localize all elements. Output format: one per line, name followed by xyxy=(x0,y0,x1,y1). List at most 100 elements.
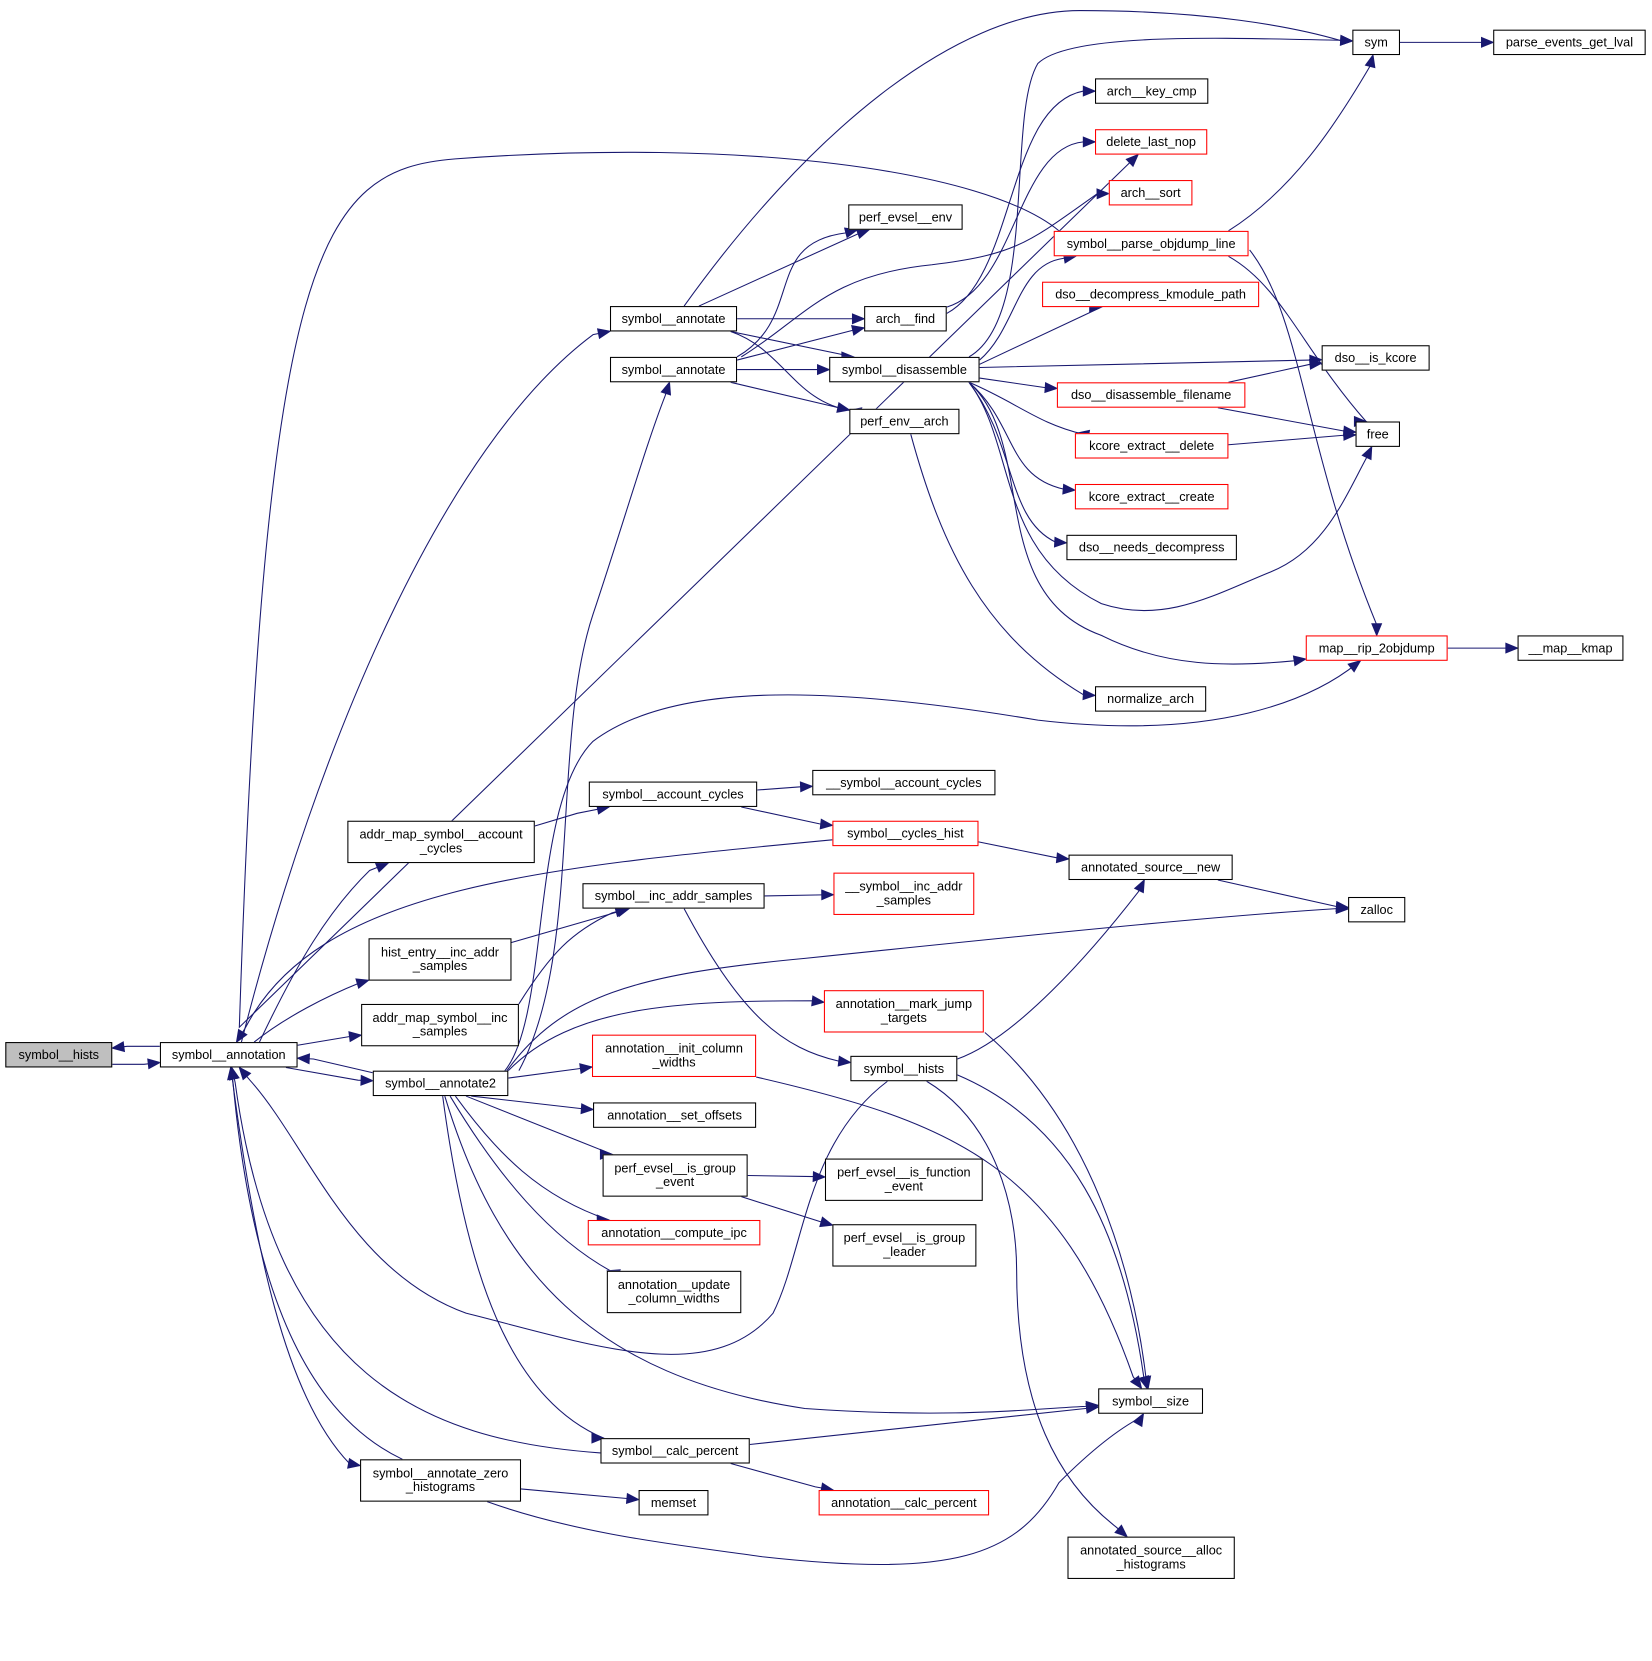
node-symbol-annotate[interactable]: symbol__annotate xyxy=(609,306,738,332)
node-perf-evsel-env[interactable]: perf_evsel__env xyxy=(848,204,963,230)
node-parse-events-get-lval[interactable]: parse_events_get_lval xyxy=(1493,29,1646,56)
node-perf-evsel-is-group-leader[interactable]: perf_evsel__is_group _leader xyxy=(832,1224,977,1267)
edge-symbol__annotation-to-hist_entry__inc_addr_samples xyxy=(253,979,369,1043)
edge-dso__disassemble_filename-to-dso__is_kcore xyxy=(1228,362,1322,383)
edge-symbol__annotate_a-to-sym xyxy=(683,10,1353,307)
arrowhead-icon xyxy=(1082,85,1097,97)
edge-symbol__annotate_b-to-perf_env__arch xyxy=(730,381,850,411)
arrowhead-icon xyxy=(1481,36,1495,48)
node-symbol-annotate-zero-histograms[interactable]: symbol__annotate_zero _histograms xyxy=(360,1459,522,1502)
edge-symbol__disassemble-to-dso__is_kcore xyxy=(979,359,1322,369)
node-annotation-update-column-widths[interactable]: annotation__update _column_widths xyxy=(606,1270,742,1314)
node-map-rip-2objdump[interactable]: map__rip_2objdump xyxy=(1305,635,1448,661)
arrowhead-icon xyxy=(1505,642,1519,654)
node-arch-key-cmp[interactable]: arch__key_cmp xyxy=(1095,78,1209,104)
node-dso-needs-decompress[interactable]: dso__needs_decompress xyxy=(1066,534,1237,561)
node-hist-entry-inc-addr-samples[interactable]: hist_entry__inc_addr _samples xyxy=(368,938,512,981)
node-symbol-hists[interactable]: symbol__hists xyxy=(850,1055,958,1082)
node-perf-evsel-is-group-event[interactable]: perf_evsel__is_group _event xyxy=(602,1154,748,1197)
edge-symbol__annotate2-to-symbol__size xyxy=(444,1095,1099,1414)
arrowhead-icon xyxy=(1133,878,1145,894)
node-arch-sort[interactable]: arch__sort xyxy=(1108,180,1193,206)
edge-symbol__annotate_a-to-symbol__disassemble xyxy=(730,330,854,358)
arrowhead-icon xyxy=(1096,188,1111,200)
node-symbol-annotate-2nd[interactable]: symbol__annotate xyxy=(609,356,738,383)
node-annotated-source-new[interactable]: annotated_source__new xyxy=(1068,854,1233,881)
node-symbol-calc-percent[interactable]: symbol__calc_percent xyxy=(600,1438,750,1464)
node-dso-disassemble-filename[interactable]: dso__disassemble_filename xyxy=(1056,382,1246,408)
edge-symbol__cycles_hist-to-symbol__annotation xyxy=(236,839,833,1043)
node-arch-find[interactable]: arch__find xyxy=(864,306,947,332)
node-kcore-extract-create[interactable]: kcore_extract__create xyxy=(1074,483,1229,510)
arrowhead-icon xyxy=(660,380,672,396)
arrowhead-icon xyxy=(799,781,814,793)
node-symbol-annotate2[interactable]: symbol__annotate2 xyxy=(372,1070,509,1097)
edge-symbol__parse_objdump_line-to-delete_last_nop xyxy=(238,151,1139,1029)
node-annotation-set-offsets[interactable]: annotation__set_offsets xyxy=(593,1102,757,1128)
node-delete-last-nop[interactable]: delete_last_nop xyxy=(1095,129,1208,155)
node-underscore-symbol-account-cycles[interactable]: __symbol__account_cycles xyxy=(812,769,996,796)
node-symbol-size[interactable]: symbol__size xyxy=(1098,1388,1204,1414)
edge-symbol__disassemble-to-map__rip_2objdump xyxy=(968,381,1306,665)
node-annotation-calc-percent[interactable]: annotation__calc_percent xyxy=(818,1490,990,1516)
edge-annotation__mark_jump_targets-to-symbol__size xyxy=(984,1032,1149,1389)
edge-symbol__annotate2-to-annotation__set_offsets xyxy=(471,1095,594,1111)
edge-symbol__hists-to-symbol__annotation xyxy=(238,1067,888,1355)
edge-symbol__annotate2-to-annotation__update_column_widths xyxy=(449,1095,615,1274)
node-memset[interactable]: memset xyxy=(638,1490,709,1516)
node-annotated-source-alloc-histograms[interactable]: annotated_source__alloc _histograms xyxy=(1067,1536,1235,1579)
node-free[interactable]: free xyxy=(1355,421,1400,447)
arrowhead-icon xyxy=(227,1066,239,1081)
node-map-kmap[interactable]: __map__kmap xyxy=(1517,635,1624,661)
arrowhead-icon xyxy=(347,1457,362,1469)
node-symbol-disassemble[interactable]: symbol__disassemble xyxy=(829,356,980,383)
arrowhead-icon xyxy=(1129,1375,1143,1390)
arrowhead-icon xyxy=(1114,1524,1129,1538)
arrowhead-icon xyxy=(851,325,866,336)
arrowhead-icon xyxy=(1347,659,1362,673)
node-addr-map-symbol-inc-samples[interactable]: addr_map_symbol__inc _samples xyxy=(361,1003,519,1047)
node-annotation-mark-jump-targets[interactable]: annotation__mark_jump _targets xyxy=(823,990,984,1033)
arrowhead-icon xyxy=(1085,1402,1100,1414)
edge-symbol__annotate2-to-annotation__compute_ipc xyxy=(454,1095,610,1221)
node-symbol-parse-objdump-line[interactable]: symbol__parse_objdump_line xyxy=(1053,230,1249,257)
node-sym[interactable]: sym xyxy=(1352,29,1400,56)
arrowhead-icon xyxy=(1062,483,1077,495)
node-underscore-symbol-inc-addr-samples[interactable]: __symbol__inc_addr _samples xyxy=(833,872,975,915)
arrowhead-icon xyxy=(836,402,851,413)
edge-symbol__annotate2-to-map__rip_2objdump xyxy=(503,660,1361,1073)
node-symbol-account-cycles[interactable]: symbol__account_cycles xyxy=(588,781,758,807)
edge-annotated_source__new-to-zalloc xyxy=(1217,879,1349,908)
node-dso-is-kcore[interactable]: dso__is_kcore xyxy=(1321,345,1430,371)
edge-symbol__parse_objdump_line-to-free xyxy=(1228,255,1367,422)
arrowhead-icon xyxy=(812,1170,827,1183)
node-addr-map-symbol-account-cycles[interactable]: addr_map_symbol__account _cycles xyxy=(347,820,535,864)
arrowhead-icon xyxy=(837,1055,852,1067)
edge-kcore_extract__delete-to-free xyxy=(1228,434,1356,446)
node-kcore-extract-delete[interactable]: kcore_extract__delete xyxy=(1074,433,1229,459)
node-annotation-compute-ipc[interactable]: annotation__compute_ipc xyxy=(587,1219,761,1246)
node-symbol-annotation[interactable]: symbol__annotation xyxy=(159,1042,298,1068)
edge-arch__find-to-arch__key_cmp xyxy=(946,90,1096,314)
node-dso-decompress-kmodule-path[interactable]: dso__decompress_kmodule_path xyxy=(1042,281,1260,308)
edge-symbol__parse_objdump_line-to-sym xyxy=(1228,54,1374,232)
node-annotation-init-column-widths[interactable]: annotation__init_column _widths xyxy=(591,1034,757,1078)
edge-symbol__annotate2-to-symbol__calc_percent xyxy=(442,1095,604,1439)
edge-symbol__annotation-to-symbol__annotate_a xyxy=(240,330,611,1043)
node-zalloc[interactable]: zalloc xyxy=(1348,896,1406,923)
node-perf-env-arch[interactable]: perf_env__arch xyxy=(849,408,960,435)
arrowhead-icon xyxy=(1055,852,1070,864)
edge-symbol__hists-to-annotated_source__alloc_histograms xyxy=(926,1080,1128,1538)
arrowhead-icon xyxy=(591,1432,606,1444)
node-symbol-inc-addr-samples[interactable]: symbol__inc_addr_samples xyxy=(582,883,765,909)
edge-symbol__annotation-to-addr_map_symbol__account_cycles xyxy=(258,862,389,1043)
node-symbol-cycles-hist[interactable]: symbol__cycles_hist xyxy=(832,820,979,847)
edge-symbol__inc_addr_samples-to-symbol__hists xyxy=(683,908,851,1064)
edge-symbol__annotate2-to-symbol__annotate_b xyxy=(518,382,671,1071)
arrowhead-icon xyxy=(1308,358,1324,370)
node-normalize-arch[interactable]: normalize_arch xyxy=(1095,686,1207,712)
node-perf-evsel-is-function-event[interactable]: perf_evsel__is_function _event xyxy=(824,1158,983,1201)
arrowhead-icon xyxy=(819,1216,834,1228)
arrowhead-icon xyxy=(1140,1375,1152,1390)
arrowhead-icon xyxy=(110,1041,126,1053)
